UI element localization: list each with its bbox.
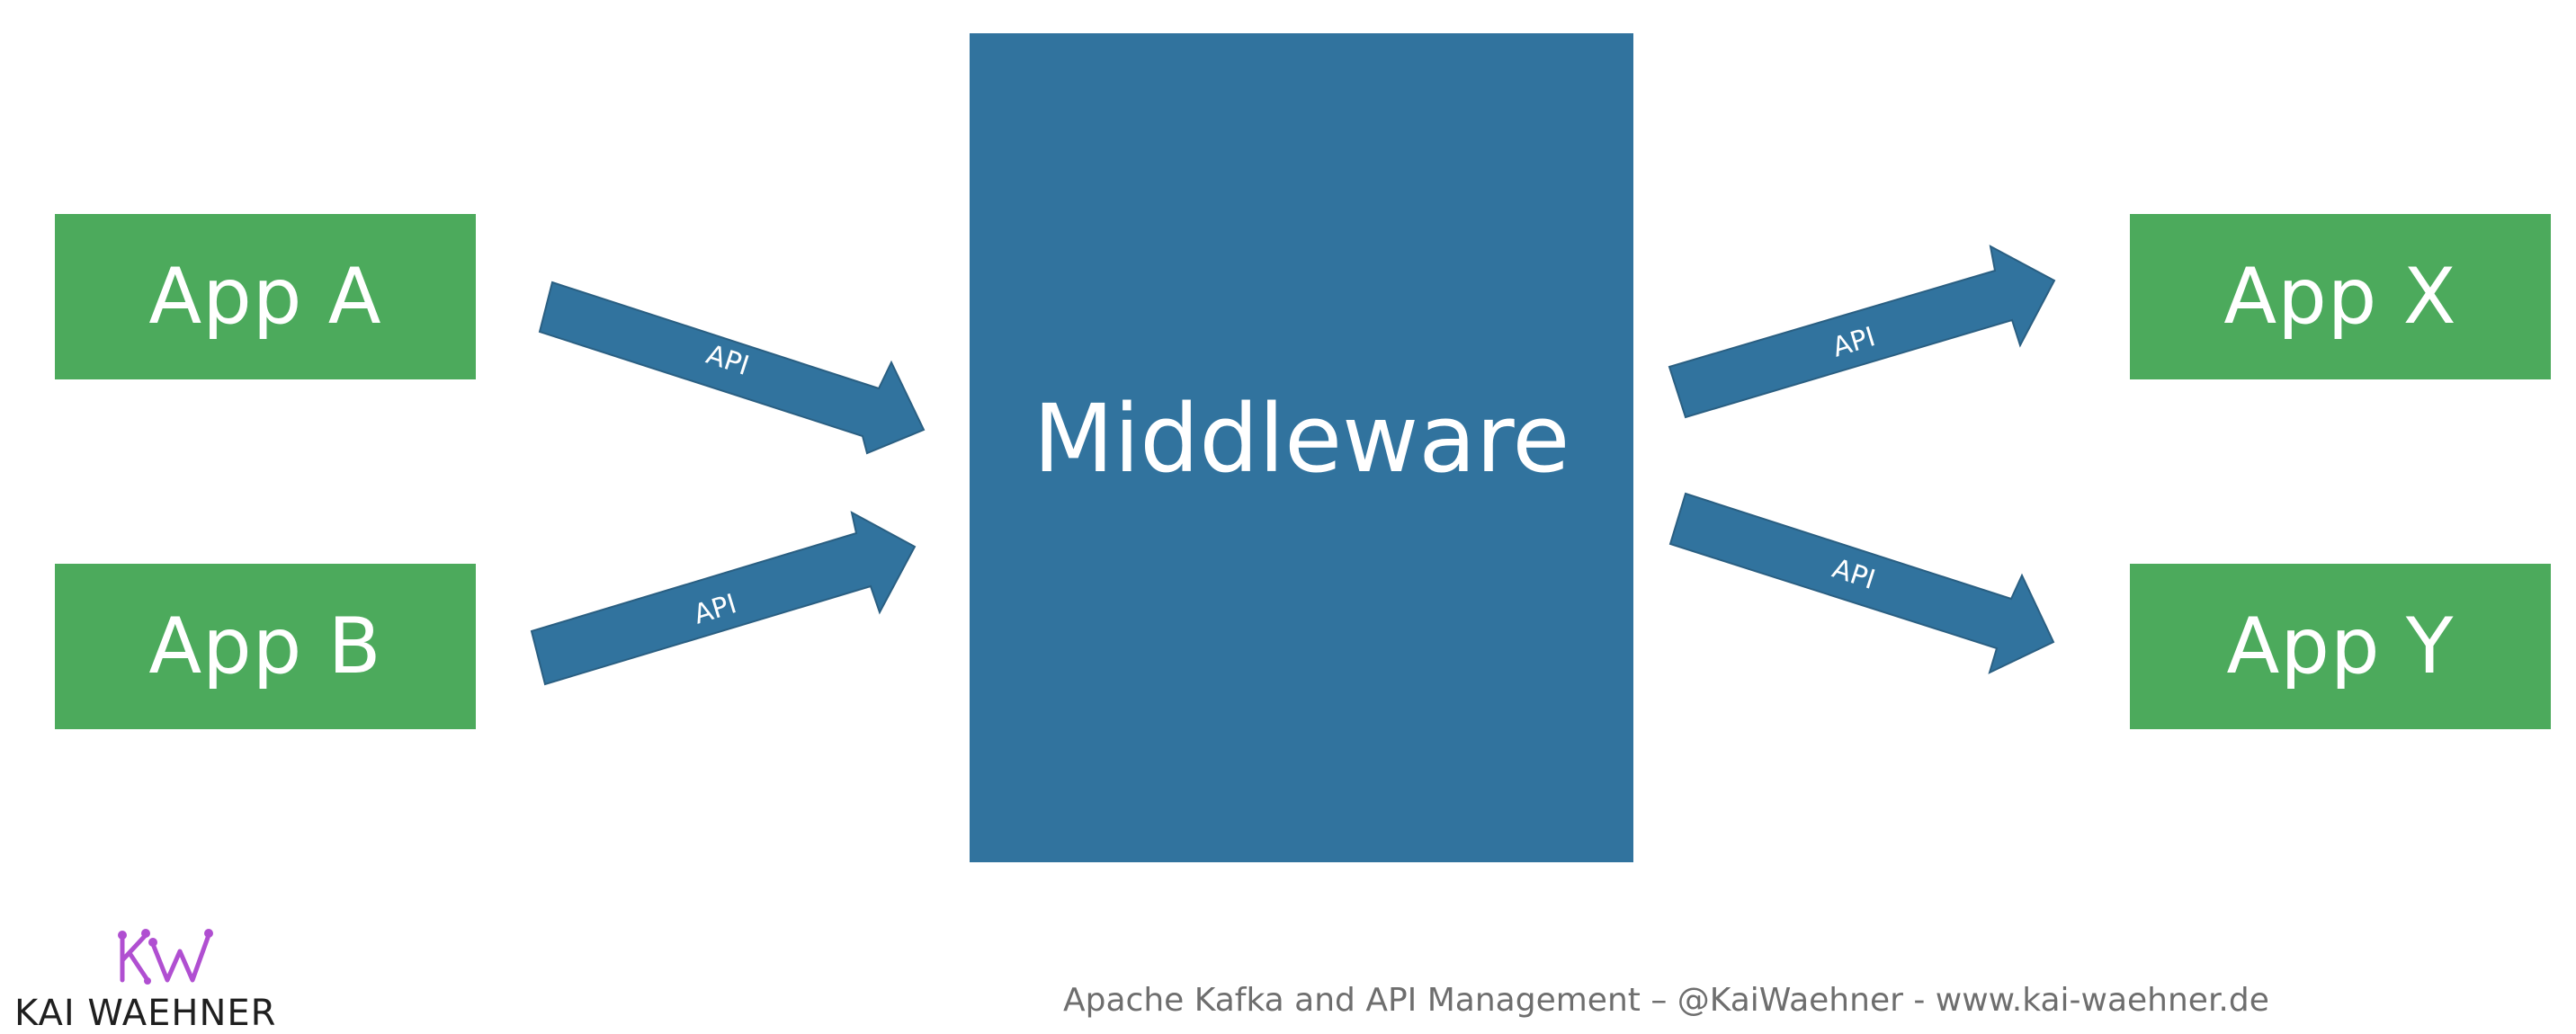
api-arrow-app-b: API [530,511,917,686]
logo-text: KAI WAEHNER [14,993,277,1034]
middleware-box: Middleware [970,33,1633,862]
app-x-label: App X [2223,252,2457,342]
middleware-label: Middleware [1033,384,1570,494]
api-arrow-app-y-shape [1668,492,2055,674]
api-arrow-app-b-shape [530,511,917,686]
kai-waehner-logo: KAI WAEHNER [13,924,300,1034]
app-y-label: App Y [2226,602,2455,691]
api-arrow-app-a: API [538,281,926,455]
api-arrow-app-a-shape [538,281,926,455]
app-b-label: App B [148,602,382,691]
kw-monogram-icon [118,929,213,985]
app-b-box: App B [55,564,476,729]
app-x-box: App X [2130,214,2551,379]
api-arrow-app-y: API [1668,492,2055,674]
app-a-box: App A [55,214,476,379]
api-arrow-app-x-shape [1668,245,2056,419]
app-a-label: App A [148,252,382,342]
app-y-box: App Y [2130,564,2551,729]
api-arrow-app-x: API [1668,245,2056,419]
footer-text: Apache Kafka and API Management – @KaiWa… [1063,982,2269,1019]
